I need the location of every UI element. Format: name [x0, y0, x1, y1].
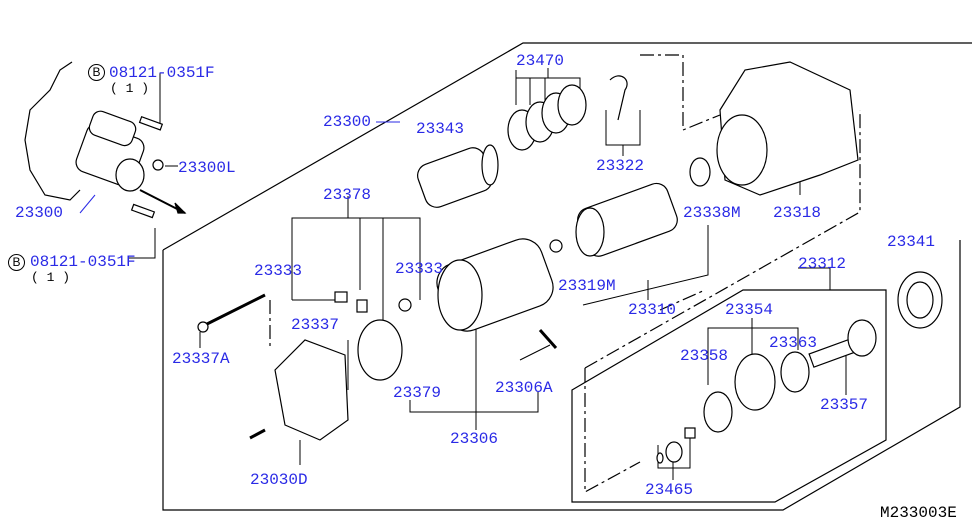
- part-label-bolt-top[interactable]: 08121-0351F: [109, 64, 215, 82]
- part-label-23465[interactable]: 23465: [645, 481, 694, 499]
- part-label-23310[interactable]: 23310: [628, 301, 677, 319]
- part-label-23341[interactable]: 23341: [887, 233, 936, 251]
- part-label-23357[interactable]: 23357: [820, 396, 869, 414]
- part-label-23333-b[interactable]: 23333: [395, 260, 444, 278]
- part-label-23470[interactable]: 23470: [516, 52, 565, 70]
- part-label-23358[interactable]: 23358: [680, 347, 729, 365]
- part-label-23354[interactable]: 23354: [725, 301, 774, 319]
- part-label-23379[interactable]: 23379: [393, 384, 442, 402]
- bolt-top: [138, 115, 164, 131]
- part-label-23337A[interactable]: 23337A: [172, 350, 230, 368]
- part-label-23306[interactable]: 23306: [450, 430, 499, 448]
- part-label-23363[interactable]: 23363: [769, 334, 818, 352]
- part-label-23300L[interactable]: 23300L: [178, 159, 236, 177]
- part-label-23338M[interactable]: 23338M: [683, 204, 741, 222]
- clutch-group-box: [571, 289, 887, 503]
- assembly-outline: [162, 42, 972, 251]
- part-label-23300-top[interactable]: 23300: [323, 113, 372, 131]
- qty-bolt-bottom: ( 1 ): [31, 270, 71, 285]
- bolt-mark-top: B: [88, 64, 105, 81]
- part-label-23333-a[interactable]: 23333: [254, 262, 303, 280]
- qty-bolt-top: ( 1 ): [110, 81, 150, 96]
- part-label-23312[interactable]: 23312: [798, 255, 847, 273]
- part-label-23318[interactable]: 23318: [773, 204, 822, 222]
- part-label-23300-left[interactable]: 23300: [15, 204, 64, 222]
- diagram-code: M233003E: [880, 504, 957, 520]
- part-label-23337[interactable]: 23337: [291, 316, 340, 334]
- part-label-23378[interactable]: 23378: [323, 186, 372, 204]
- bolt-mark-bottom: B: [8, 254, 25, 271]
- part-label-23322[interactable]: 23322: [596, 157, 645, 175]
- engine-block: [24, 61, 81, 201]
- part-label-23343[interactable]: 23343: [416, 120, 465, 138]
- part-label-23306A[interactable]: 23306A: [495, 379, 553, 397]
- rear-cover: [274, 339, 349, 441]
- pinion-gear: [734, 353, 776, 411]
- through-bolt: [204, 293, 266, 327]
- part-label-bolt-bottom[interactable]: 08121-0351F: [30, 253, 136, 271]
- bolt-bottom: [130, 203, 156, 219]
- part-label-23319M[interactable]: 23319M: [558, 277, 616, 295]
- part-label-23030D[interactable]: 23030D: [250, 471, 308, 489]
